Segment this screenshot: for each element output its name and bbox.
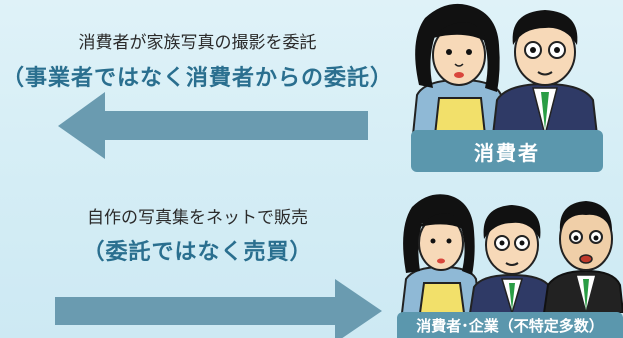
woman-consumer-icon [400, 194, 482, 313]
consumer-label: 消費者 [411, 130, 603, 172]
young-man-consumer-icon [468, 205, 556, 313]
top-people-group [411, 3, 599, 135]
bottom-people-group [400, 194, 623, 313]
consumer-business-label: 消費者･企業（不特定多数） [397, 312, 623, 338]
woman-consumer-icon [411, 3, 507, 135]
young-man-consumer-icon [491, 10, 599, 135]
arrow-left-icon [58, 92, 368, 159]
bottom-subcaption: （委託ではなく売買） [82, 240, 313, 265]
older-man-businessman-icon [542, 201, 623, 313]
top-caption: 消費者が家族写真の撮影を委託 [78, 33, 317, 53]
arrow-right-icon [55, 279, 382, 338]
bottom-caption: 自作の写真集をネットで販売 [87, 208, 308, 228]
top-subcaption: （事業者ではなく消費者からの委託） [1, 66, 393, 91]
